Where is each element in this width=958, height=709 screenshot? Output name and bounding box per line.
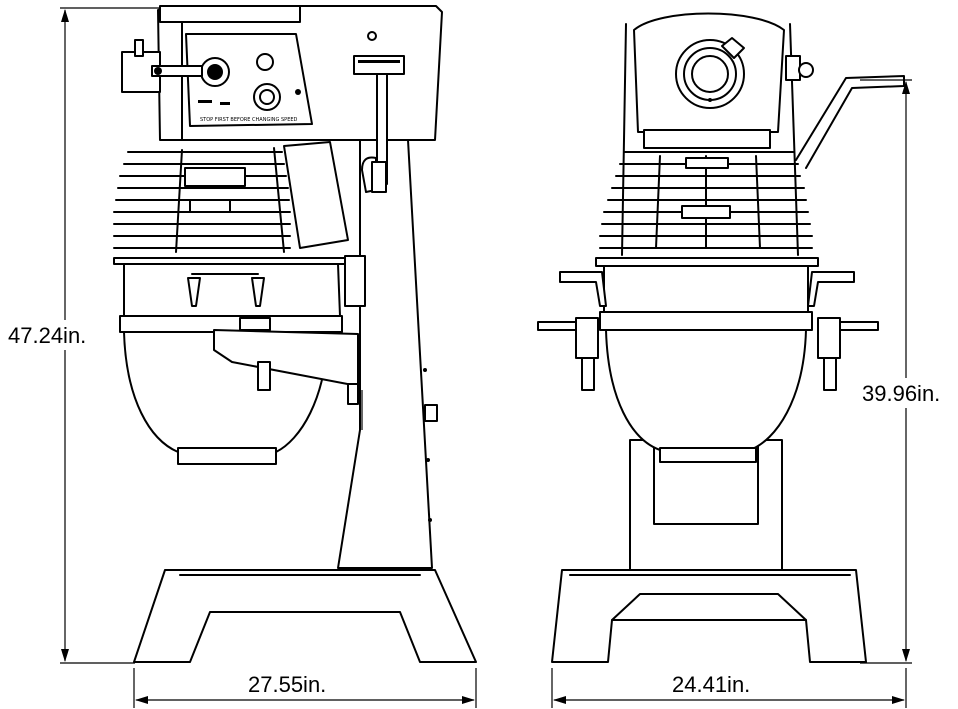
left-height-dimension — [8, 7, 160, 664]
left-height-label: 47.24in. — [8, 323, 86, 348]
mixer-front-view — [537, 12, 905, 663]
right-width-dimension — [551, 668, 907, 708]
front-bowl-guard — [599, 151, 813, 249]
left-width-label: 27.55in. — [248, 672, 326, 697]
mixer-side-view: STOP FIRST BEFORE CHANGING SPEED — [113, 5, 477, 663]
right-height-dimension — [860, 79, 958, 664]
right-height-label: 39.96in. — [862, 381, 940, 406]
svg-text:STOP FIRST BEFORE CHANGING SPE: STOP FIRST BEFORE CHANGING SPEED — [200, 117, 298, 123]
side-bowl-guard — [113, 147, 291, 253]
left-width-dimension — [133, 668, 477, 708]
right-width-label: 24.41in. — [672, 672, 750, 697]
